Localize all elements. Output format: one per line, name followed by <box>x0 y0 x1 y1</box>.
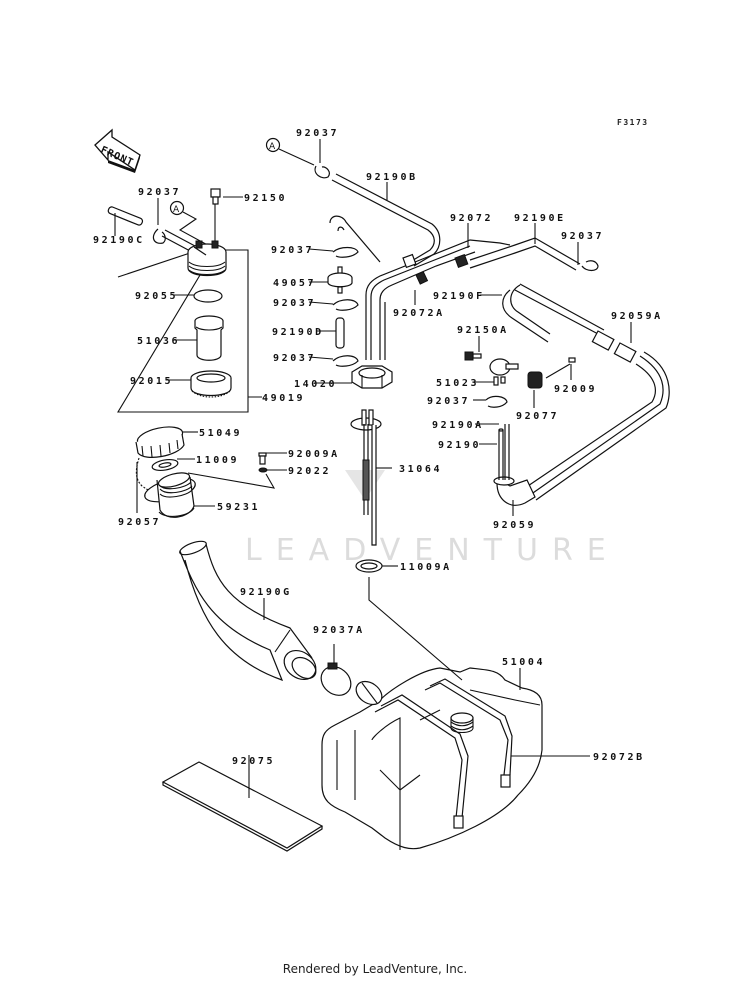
part-label-92037A[interactable]: 92037A <box>313 625 365 636</box>
part-51004-tank-shape <box>321 667 543 850</box>
part-92190G-shape <box>179 540 317 682</box>
part-label-92009A[interactable]: 92009A <box>288 449 340 460</box>
part-label-92072B[interactable]: 92072B <box>593 752 645 763</box>
part-label-92190[interactable]: 92190 <box>438 440 481 451</box>
part-51023-shape <box>489 358 519 386</box>
part-92072A-shape <box>415 270 429 285</box>
part-label-92037-left[interactable]: 92037 <box>138 187 181 198</box>
part-label-92190E[interactable]: 92190E <box>514 213 566 224</box>
part-label-51036[interactable]: 51036 <box>137 336 180 347</box>
svg-text:A: A <box>269 142 276 152</box>
watermark-text: LEADVENTURE <box>245 533 620 568</box>
part-label-11009A[interactable]: 11009A <box>400 562 452 573</box>
part-label-51023[interactable]: 51023 <box>436 378 479 389</box>
part-92075-shape <box>161 761 324 852</box>
part-label-92037-top[interactable]: 92037 <box>296 128 339 139</box>
part-31064-shape <box>350 409 382 546</box>
part-label-92190B[interactable]: 92190B <box>366 172 418 183</box>
part-92059A-shape <box>521 330 670 501</box>
part-11009-shape <box>151 458 179 472</box>
part-label-49057[interactable]: 49057 <box>273 278 316 289</box>
part-label-92037-a[interactable]: 92037 <box>271 245 314 256</box>
part-label-14020[interactable]: 14020 <box>294 379 337 390</box>
front-arrow-icon: FRONT <box>94 128 141 173</box>
part-14020-shape <box>351 365 393 389</box>
part-49057-shape <box>327 266 353 294</box>
part-label-51004[interactable]: 51004 <box>502 657 545 668</box>
part-92072-shape <box>402 253 417 269</box>
part-92037-clip-left-shape <box>152 228 166 244</box>
part-label-92075[interactable]: 92075 <box>232 756 275 767</box>
part-label-92057[interactable]: 92057 <box>118 517 161 528</box>
part-92190B-shape <box>331 173 441 267</box>
part-label-92072A[interactable]: 92072A <box>393 308 445 319</box>
part-92190C-shape <box>107 206 144 226</box>
figure-code: F3173 <box>617 118 649 127</box>
part-label-92037-c[interactable]: 92037 <box>273 353 316 364</box>
part-label-59231[interactable]: 59231 <box>217 502 260 513</box>
part-92150-shape <box>210 188 221 245</box>
part-label-49019[interactable]: 49019 <box>262 393 305 404</box>
part-92190D-shape <box>335 317 345 349</box>
part-59231-shape <box>144 472 196 518</box>
part-92055-shape <box>193 289 223 303</box>
part-labels: 92037 92190B 92037 92150 92190C 92072 92… <box>93 128 663 767</box>
part-92059-shape <box>493 476 536 506</box>
footer-credit: Rendered by LeadVenture, Inc. <box>282 962 468 976</box>
part-label-92015[interactable]: 92015 <box>130 376 173 387</box>
part-92037-clip-a-shape <box>332 246 359 258</box>
part-label-92072[interactable]: 92072 <box>450 213 493 224</box>
part-92009-shape <box>545 357 576 379</box>
part-92037-clip-d-shape <box>485 395 508 408</box>
part-label-92190G[interactable]: 92190G <box>240 587 292 598</box>
part-label-92077[interactable]: 92077 <box>516 411 559 422</box>
part-92057-chain-shape <box>135 457 155 492</box>
part-92015-shape <box>190 370 232 398</box>
part-92009A-shape <box>258 452 267 465</box>
part-92190A-shape <box>498 428 504 432</box>
part-92190-shape <box>498 424 510 480</box>
part-label-92037-right[interactable]: 92037 <box>561 231 604 242</box>
part-92190F-shape <box>365 239 511 360</box>
part-label-51049[interactable]: 51049 <box>199 428 242 439</box>
part-51036-shape <box>194 315 224 361</box>
part-92037A-shape <box>320 662 352 696</box>
part-92037-clip-c-shape <box>332 355 359 367</box>
reference-marker-a-left: A <box>169 200 214 249</box>
part-92037-clip-top-shape <box>314 165 330 179</box>
part-label-11009[interactable]: 11009 <box>196 455 239 466</box>
part-label-92059[interactable]: 92059 <box>493 520 536 531</box>
part-label-92190C[interactable]: 92190C <box>93 235 145 246</box>
part-92072-clamp-2-shape <box>454 253 469 269</box>
watermark: LEADVENTURE <box>245 470 620 568</box>
part-92077-shape <box>527 371 543 389</box>
assembly-bracket-49019 <box>117 249 262 413</box>
part-label-92190F[interactable]: 92190F <box>433 291 485 302</box>
part-filter-head-shape <box>187 240 227 277</box>
leader-lines <box>114 139 632 798</box>
part-11009A-shape <box>355 559 463 681</box>
part-92037-clip-right-shape <box>581 260 599 272</box>
part-label-31064[interactable]: 31064 <box>399 464 442 475</box>
part-label-92037-d[interactable]: 92037 <box>427 396 470 407</box>
part-label-92022[interactable]: 92022 <box>288 466 331 477</box>
part-92150A-shape <box>464 351 482 361</box>
part-label-92190D[interactable]: 92190D <box>272 327 324 338</box>
reference-marker-a-top: A <box>265 137 315 166</box>
part-label-92009[interactable]: 92009 <box>554 384 597 395</box>
part-51049-shape <box>135 426 185 458</box>
part-label-92037-b[interactable]: 92037 <box>273 298 316 309</box>
part-label-92055[interactable]: 92055 <box>135 291 178 302</box>
part-label-92150[interactable]: 92150 <box>244 193 287 204</box>
part-92190E-shape <box>469 237 581 271</box>
part-label-92059A[interactable]: 92059A <box>611 311 663 322</box>
part-92022-shape <box>258 467 268 473</box>
part-label-92150A[interactable]: 92150A <box>457 325 509 336</box>
part-92037-clip-b-shape <box>332 299 359 311</box>
svg-text:A: A <box>173 205 180 215</box>
part-label-92190A[interactable]: 92190A <box>432 420 484 431</box>
